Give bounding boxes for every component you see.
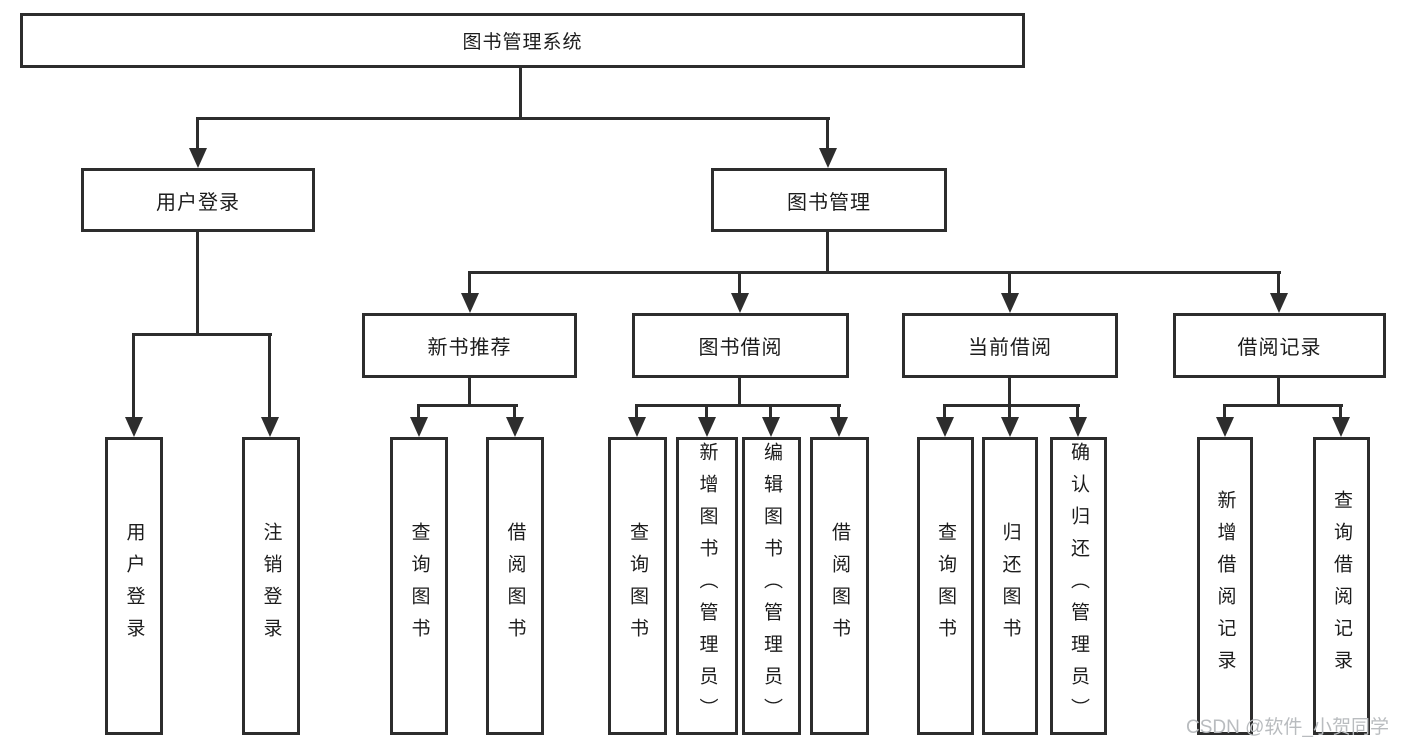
node-book-borrow-label: 图书借阅 [698,337,783,359]
connector-user-login-rail [132,333,272,336]
arrow-down-icon [1216,417,1234,437]
leaf-bb-add-book-admin-label: 新增图书（管理员） [696,442,718,730]
leaf-cb-return-book-label: 归还图书 [999,522,1021,650]
arrow-down-icon [830,417,848,437]
arrow-down-icon [628,417,646,437]
leaf-br-query-record: 查询借阅记录 [1313,437,1370,735]
node-new-book-recommend: 新书推荐 [362,313,577,378]
leaf-user-login-label: 用户登录 [123,522,145,650]
connector-root-down [519,66,522,120]
arrow-down-icon [698,417,716,437]
node-root: 图书管理系统 [20,13,1025,68]
connector-book-borrow-rail [635,404,841,407]
connector-stub-cb-return [1008,404,1011,422]
leaf-bb-query-book: 查询图书 [608,437,667,735]
arrow-down-icon [1270,293,1288,313]
connector-stub-book-borrow [738,271,741,297]
leaf-bb-query-book-label: 查询图书 [627,522,648,650]
node-book-borrow: 图书借阅 [632,313,849,378]
connector-stub-bb-query [635,404,638,422]
arrow-down-icon [1332,417,1350,437]
csdn-watermark: CSDN @软件_小贺同学 [1186,717,1389,738]
arrow-down-icon [1069,417,1087,437]
leaf-bb-edit-book-admin: 编辑图书（管理员） [742,437,801,735]
node-new-book-recommend-label: 新书推荐 [427,337,512,359]
connector-stub-borrow-record [1277,271,1280,297]
connector-stub-br-add [1223,404,1226,422]
connector-stub-bb-add [705,404,708,422]
leaf-logout-label: 注销登录 [260,522,282,650]
arrow-down-icon [1001,293,1019,313]
connector-stub-nb-borrow [513,404,516,422]
arrow-down-icon [125,417,143,437]
arrow-down-icon [819,148,837,168]
leaf-nb-borrow-book-label: 借阅图书 [504,522,526,650]
arrow-down-icon [410,417,428,437]
connector-user-login-down [196,232,199,336]
arrow-down-icon [261,417,279,437]
connector-stub-current-borrow [1008,271,1011,297]
connector-stub-cb-confirm [1076,404,1079,422]
leaf-br-query-record-label: 查询借阅记录 [1331,490,1352,682]
connector-current-borrow-rail [943,404,1080,407]
connector-new-book-recommend-down [468,378,471,407]
connector-stub-bb-borrow [837,404,840,422]
node-current-borrow: 当前借阅 [902,313,1118,378]
node-user-login: 用户登录 [81,168,315,232]
arrow-down-icon [1001,417,1019,437]
leaf-user-login: 用户登录 [105,437,163,735]
leaf-nb-query-book: 查询图书 [390,437,448,735]
leaf-cb-query-book-label: 查询图书 [935,522,956,650]
node-root-label: 图书管理系统 [462,32,583,53]
connector-stub-user-login [196,117,199,153]
node-borrow-record-label: 借阅记录 [1237,337,1322,359]
leaf-br-add-record: 新增借阅记录 [1197,437,1253,735]
arrow-down-icon [506,417,524,437]
leaf-bb-borrow-book: 借阅图书 [810,437,869,735]
leaf-br-add-record-label: 新增借阅记录 [1214,490,1236,682]
leaf-nb-borrow-book: 借阅图书 [486,437,544,735]
leaf-bb-edit-book-admin-label: 编辑图书（管理员） [761,442,782,730]
node-user-login-label: 用户登录 [156,191,240,214]
connector-borrow-record-rail [1223,404,1343,407]
connector-level3-rail [468,271,1281,274]
arrow-down-icon [189,148,207,168]
node-book-management: 图书管理 [711,168,947,232]
connector-stub-br-query [1339,404,1342,422]
node-book-management-label: 图书管理 [787,191,871,214]
arrow-down-icon [731,293,749,313]
connector-stub-new-book-recommend [468,271,471,297]
connector-new-book-recommend-rail [417,404,518,407]
connector-borrow-record-down [1277,378,1280,407]
node-borrow-record: 借阅记录 [1173,313,1386,378]
connector-book-management-down [826,232,829,274]
leaf-bb-borrow-book-label: 借阅图书 [829,522,850,650]
connector-stub-nb-query [417,404,420,422]
leaf-cb-query-book: 查询图书 [917,437,974,735]
arrow-down-icon [461,293,479,313]
connector-stub-book-management [826,117,829,153]
leaf-cb-confirm-return-admin: 确认归还（管理员） [1050,437,1107,735]
leaf-nb-query-book-label: 查询图书 [408,522,430,650]
leaf-logout: 注销登录 [242,437,300,735]
leaf-bb-add-book-admin: 新增图书（管理员） [676,437,738,735]
leaf-cb-return-book: 归还图书 [982,437,1038,735]
connector-level2-rail [196,117,830,120]
node-current-borrow-label: 当前借阅 [968,337,1052,359]
connector-stub-leaf-user-login [132,333,135,421]
connector-current-borrow-down [1008,378,1011,407]
connector-stub-cb-query [943,404,946,422]
arrow-down-icon [762,417,780,437]
leaf-cb-confirm-return-admin-label: 确认归还（管理员） [1068,442,1089,730]
connector-stub-bb-edit [769,404,772,422]
connector-book-borrow-down [738,378,741,407]
arrow-down-icon [936,417,954,437]
connector-stub-leaf-logout [268,333,271,421]
